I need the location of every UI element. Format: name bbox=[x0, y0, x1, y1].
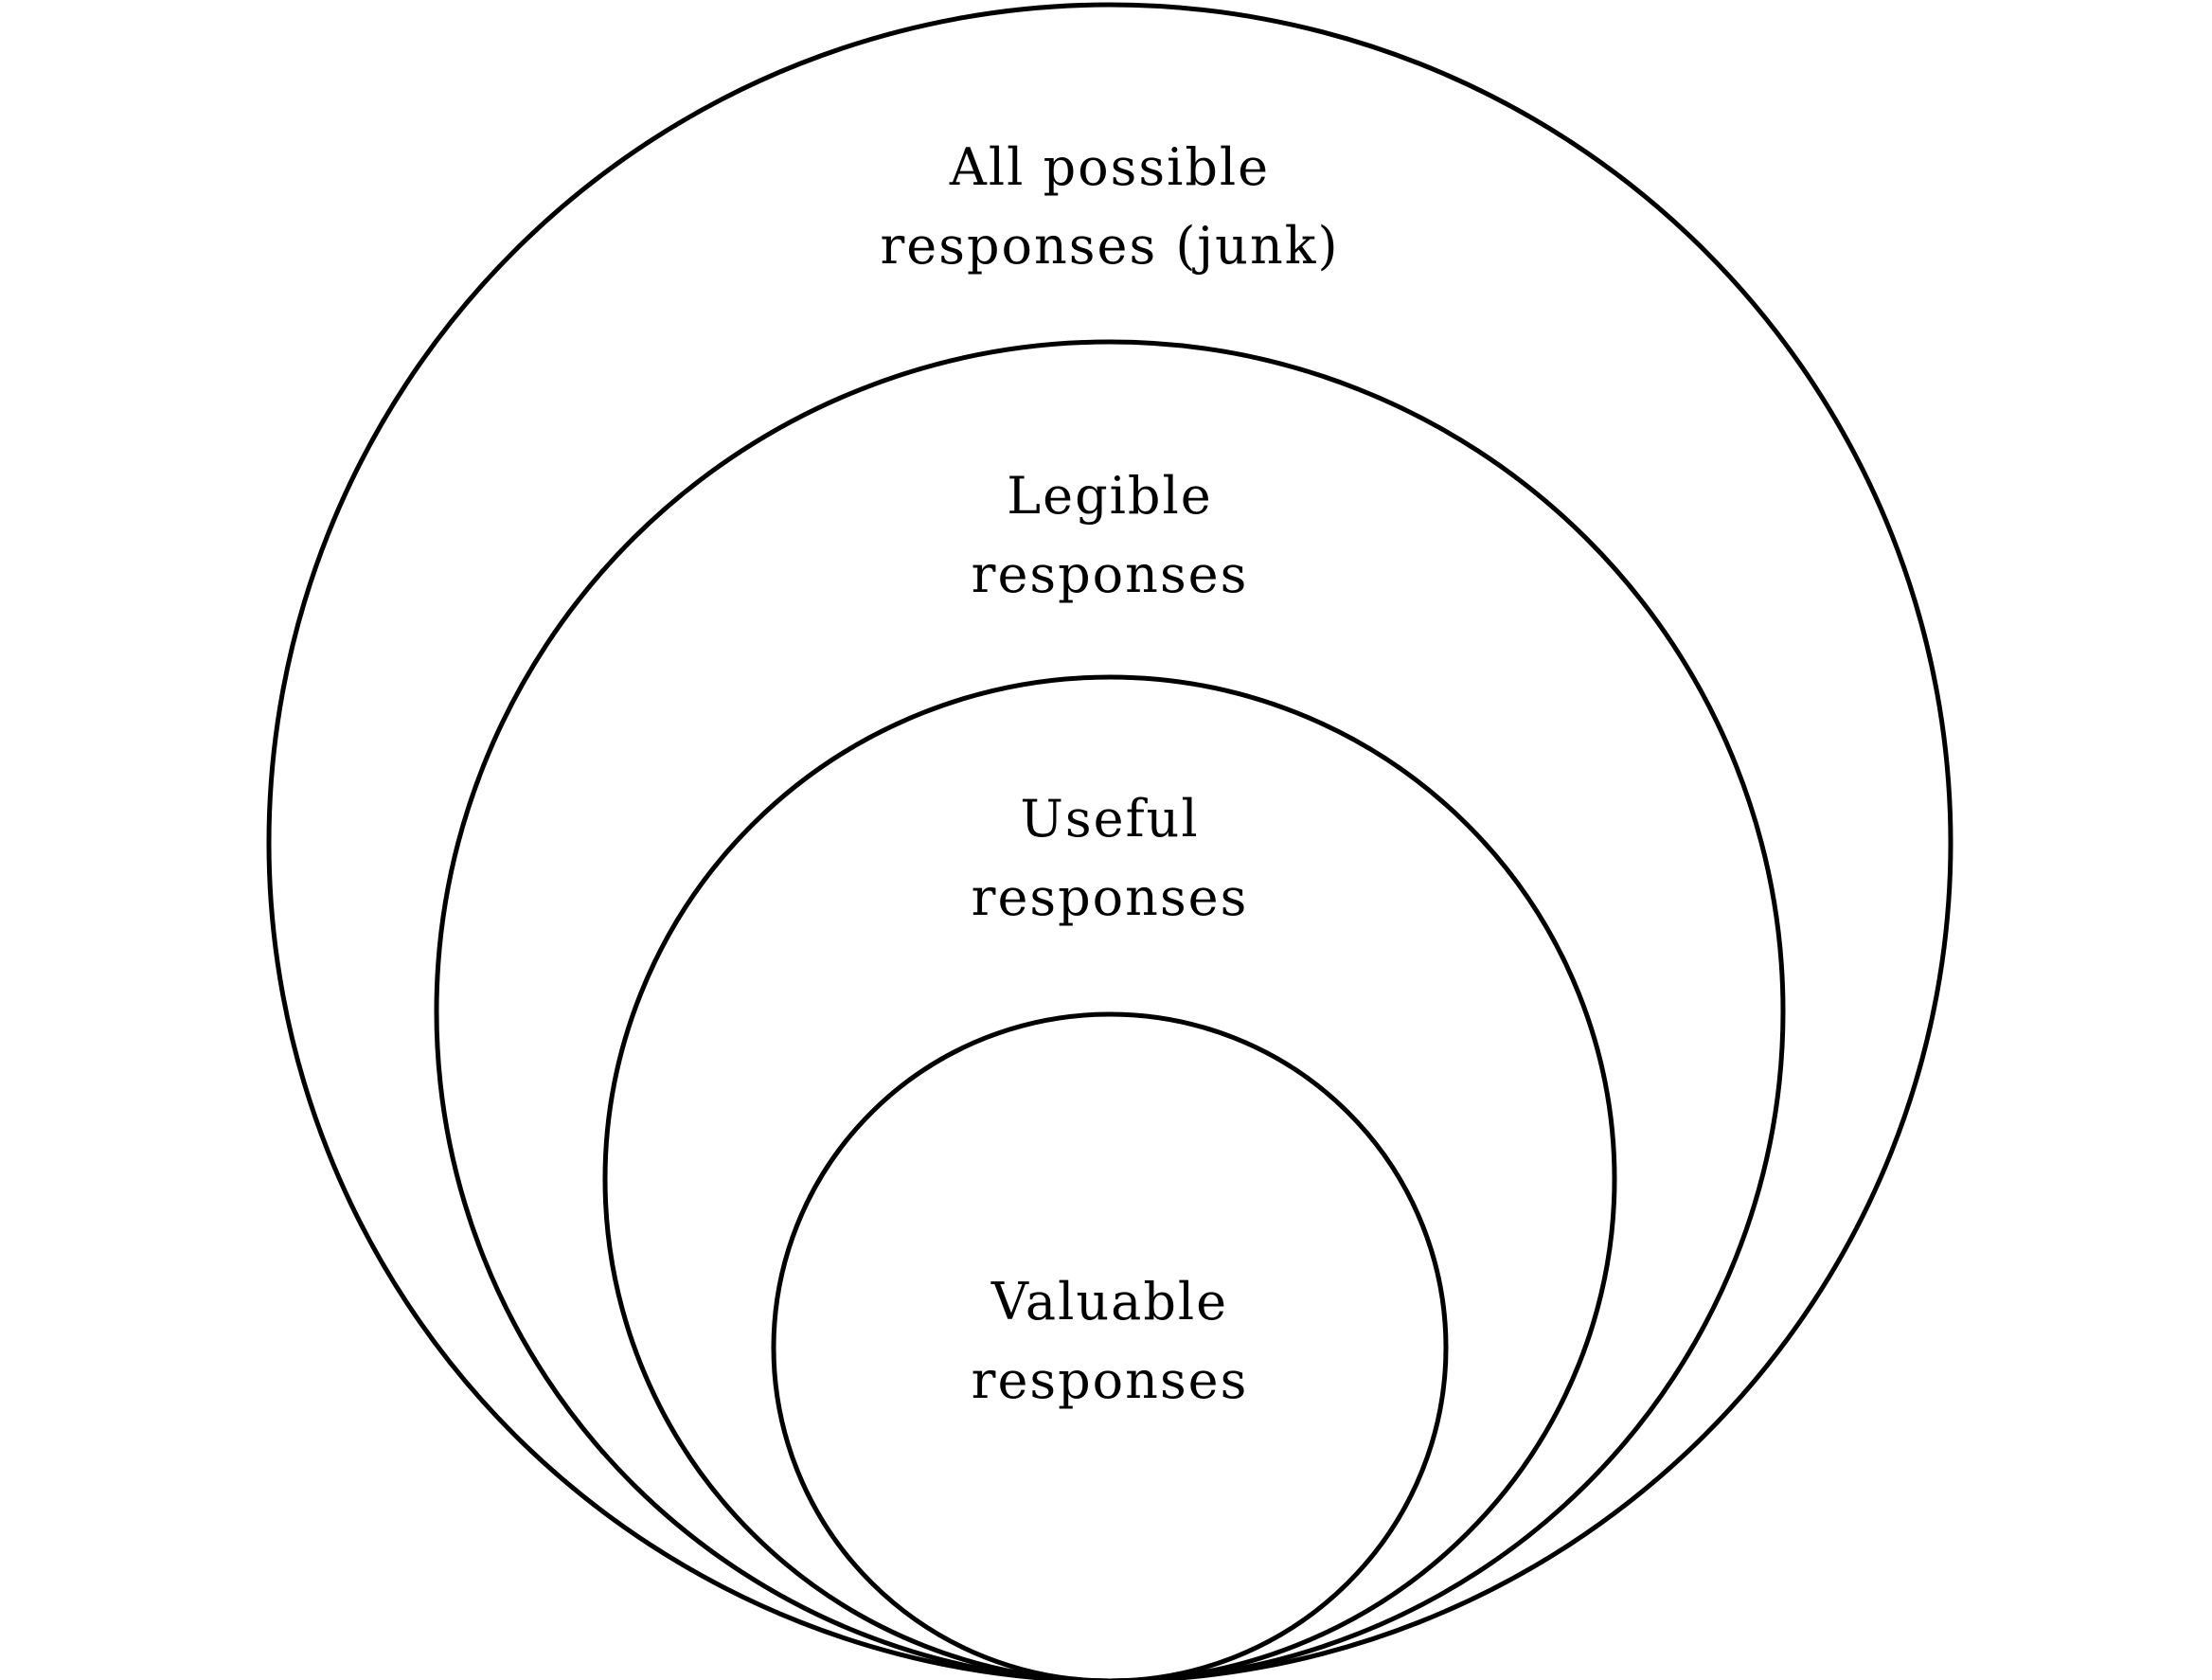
label-legible-line1: Legible bbox=[1007, 466, 1212, 526]
label-legible-line2: responses bbox=[972, 545, 1249, 604]
label-valuable-line1: Valuable bbox=[990, 1272, 1228, 1331]
label-useful-line2: responses bbox=[972, 867, 1249, 927]
label-all-possible-line1: All possible bbox=[949, 137, 1270, 197]
label-valuable-line2: responses bbox=[972, 1350, 1249, 1410]
circle-all-possible-responses bbox=[266, 2, 1953, 1680]
label-useful-line1: Useful bbox=[1020, 789, 1199, 849]
label-all-possible-line2: responses (junk) bbox=[880, 216, 1339, 276]
circle-legible-responses bbox=[434, 339, 1786, 1680]
circle-valuable-responses bbox=[771, 1011, 1449, 1680]
circle-useful-responses bbox=[602, 674, 1617, 1680]
